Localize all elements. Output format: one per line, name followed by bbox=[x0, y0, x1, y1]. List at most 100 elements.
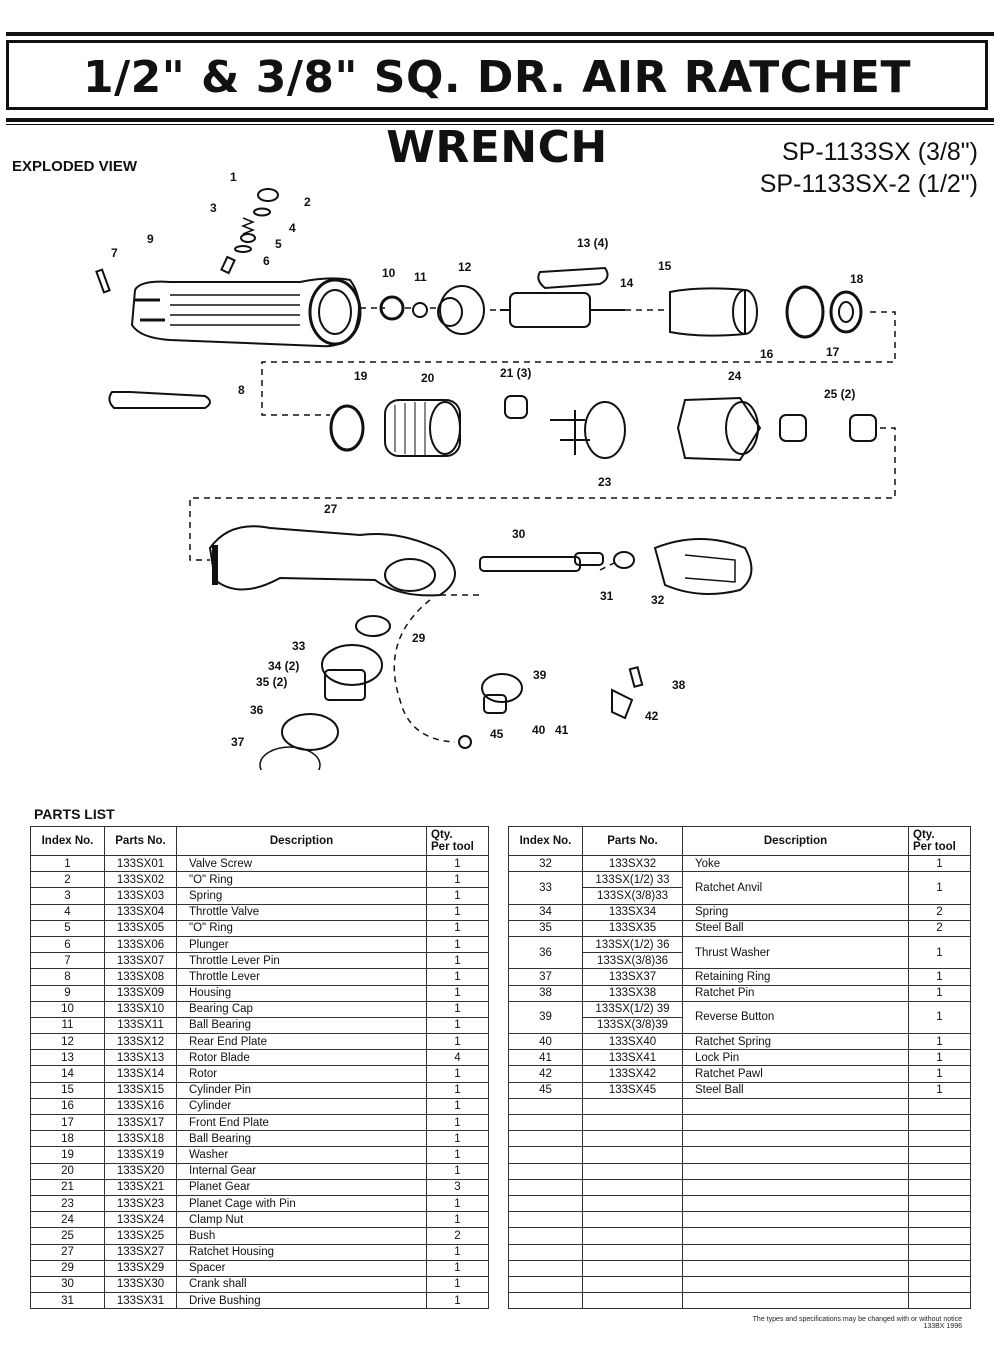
col-index-no: Index No. bbox=[30, 826, 105, 856]
col-description: Description bbox=[682, 826, 909, 856]
empty-cell bbox=[508, 1130, 583, 1148]
description-cell: Clamp Nut bbox=[176, 1211, 427, 1229]
col-parts-no: Parts No. bbox=[104, 826, 177, 856]
footnote: The types and specifications may be chan… bbox=[753, 1316, 962, 1330]
description-cell: Planet Cage with Pin bbox=[176, 1194, 427, 1213]
description-cell: Rotor Blade bbox=[176, 1049, 427, 1067]
callout-35: 35 (2) bbox=[256, 675, 287, 689]
empty-cell bbox=[508, 1146, 583, 1164]
index-cell: 13 bbox=[30, 1049, 105, 1067]
table-row: 133SX(3/8)33 bbox=[509, 887, 971, 905]
col-qty-line2: Per tool bbox=[431, 841, 474, 853]
empty-cell bbox=[508, 1292, 583, 1310]
qty-cell: 1 bbox=[426, 1146, 489, 1164]
part-number-cell: 133SX11 bbox=[104, 1016, 177, 1035]
empty-cell bbox=[582, 1113, 683, 1132]
part-number-cell: 133SX31 bbox=[104, 1292, 177, 1310]
description-cell: Spacer bbox=[176, 1259, 427, 1277]
description-cell: Throttle Valve bbox=[176, 903, 427, 921]
qty-cell: 1 bbox=[426, 984, 489, 1002]
index-cell: 5 bbox=[30, 919, 105, 937]
qty-cell: 1 bbox=[908, 1033, 971, 1051]
callout-33: 33 bbox=[292, 639, 306, 653]
callout-15: 15 bbox=[658, 259, 672, 273]
empty-row bbox=[508, 1113, 971, 1132]
callout-30: 30 bbox=[512, 527, 526, 541]
empty-cell bbox=[582, 1130, 683, 1148]
callout-1: 1 bbox=[230, 170, 237, 184]
part-number-cell: 133SX18 bbox=[104, 1130, 177, 1148]
ratchet-pawl-drawing bbox=[611, 688, 634, 720]
callout-24: 24 bbox=[728, 369, 742, 383]
empty-cell bbox=[682, 1162, 909, 1180]
index-cell: 34 bbox=[508, 903, 583, 921]
part-number-cell: 133SX24 bbox=[104, 1211, 177, 1229]
callout-37: 37 bbox=[231, 735, 245, 749]
qty-cell: 1 bbox=[908, 984, 971, 1002]
index-cell: 4 bbox=[30, 903, 105, 921]
qty-cell: 3 bbox=[426, 1178, 489, 1196]
empty-cell bbox=[508, 1178, 583, 1196]
description-cell: Spring bbox=[176, 887, 427, 905]
description-cell: Washer bbox=[176, 1146, 427, 1164]
part-number-cell: 133SX38 bbox=[582, 984, 683, 1002]
index-cell: 29 bbox=[30, 1259, 105, 1277]
qty-cell: 1 bbox=[426, 952, 489, 970]
model-number-1-2: SP-1133SX-2 (1/2") bbox=[759, 170, 978, 198]
empty-cell bbox=[908, 1130, 971, 1148]
index-cell: 40 bbox=[508, 1033, 583, 1051]
index-cell: 38 bbox=[508, 984, 583, 1002]
description-cell: Steel Ball bbox=[682, 919, 909, 937]
callout-4: 4 bbox=[289, 221, 296, 235]
part-number-cell: 133SX(3/8)33 bbox=[582, 887, 683, 905]
empty-cell bbox=[508, 1194, 583, 1213]
description-cell: "O" Ring bbox=[176, 919, 427, 937]
callout-6: 6 bbox=[263, 254, 270, 268]
part-number-cell: 133SX15 bbox=[104, 1081, 177, 1099]
col-parts-no: Parts No. bbox=[582, 826, 683, 856]
part-number-cell: 133SX14 bbox=[104, 1065, 177, 1083]
part-number-cell: 133SX02 bbox=[104, 871, 177, 889]
qty-cell: 1 bbox=[908, 1065, 971, 1083]
qty-cell: 1 bbox=[426, 935, 489, 954]
col-index-no: Index No. bbox=[508, 826, 583, 856]
index-cell: 42 bbox=[508, 1065, 583, 1083]
index-cell: 6 bbox=[30, 935, 105, 954]
callout-labels: 1 2 3 4 5 6 7 8 9 10 11 12 13 (4) 14 15 … bbox=[111, 170, 864, 749]
empty-cell bbox=[582, 1227, 683, 1245]
index-cell: 7 bbox=[30, 952, 105, 970]
description-cell: Thrust Washer bbox=[682, 935, 909, 970]
qty-cell: 1 bbox=[426, 1162, 489, 1180]
callout-31: 31 bbox=[600, 589, 614, 603]
parts-table-header: Index No. Parts No. Description Qty.Per … bbox=[508, 826, 971, 856]
index-cell: 20 bbox=[30, 1162, 105, 1180]
empty-row bbox=[508, 1146, 971, 1164]
callout-42: 42 bbox=[645, 709, 659, 723]
callout-19: 19 bbox=[354, 369, 368, 383]
callout-32: 32 bbox=[651, 593, 665, 607]
qty-cell: 1 bbox=[426, 854, 489, 873]
parts-table-header: Index No. Parts No. Description Qty.Per … bbox=[30, 826, 489, 856]
qty-cell: 1 bbox=[426, 1113, 489, 1132]
index-cell: 9 bbox=[30, 984, 105, 1002]
qty-cell: 1 bbox=[908, 1049, 971, 1067]
empty-row bbox=[508, 1194, 971, 1213]
table-row: 133SX(3/8)39 bbox=[509, 1016, 971, 1035]
part-number-cell: 133SX42 bbox=[582, 1065, 683, 1083]
index-cell: 30 bbox=[30, 1275, 105, 1294]
empty-cell bbox=[682, 1178, 909, 1196]
callout-5: 5 bbox=[275, 237, 282, 251]
qty-cell: 1 bbox=[426, 903, 489, 921]
ratchet-anvil-drawing bbox=[321, 644, 383, 701]
index-cell: 35 bbox=[508, 919, 583, 937]
index-cell: 32 bbox=[508, 854, 583, 873]
part-number-cell: 133SX05 bbox=[104, 919, 177, 937]
part-number-cell: 133SX(1/2) 33 bbox=[582, 871, 683, 889]
